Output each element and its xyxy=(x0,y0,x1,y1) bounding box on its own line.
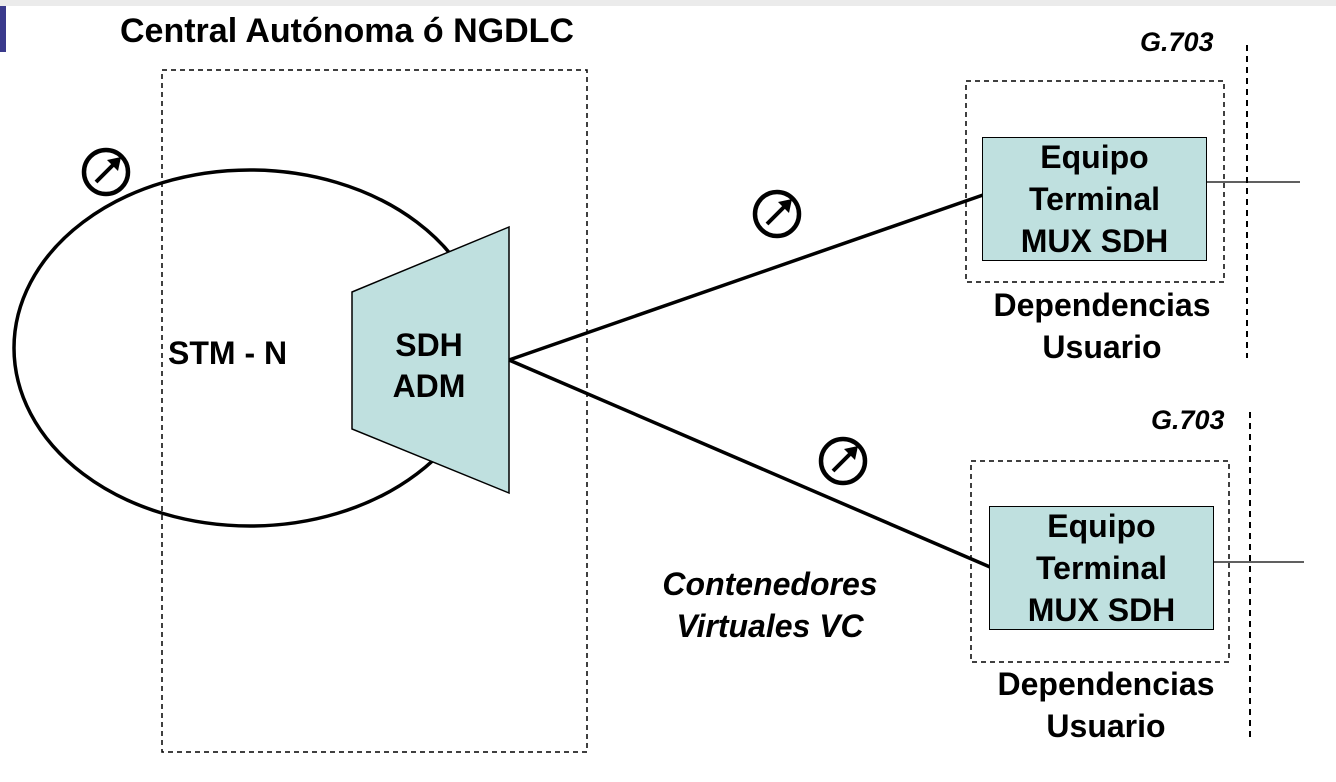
adm-shape xyxy=(351,225,510,495)
adm-label: SDH ADM xyxy=(370,325,488,407)
vc-label-line2: Virtuales VC xyxy=(676,608,864,644)
link-lower xyxy=(508,358,991,569)
terminal-equipment-1: Equipo Terminal MUX SDH xyxy=(982,137,1207,261)
equipment-line3: MUX SDH xyxy=(1020,223,1169,259)
interface-label-2: G.703 xyxy=(1151,405,1225,435)
site-line2: Usuario xyxy=(1046,708,1166,744)
diagram-title: Central Autónoma ó NGDLC xyxy=(120,12,574,50)
terminal-equipment-2: Equipo Terminal MUX SDH xyxy=(989,506,1214,630)
vc-label-line1: Contenedores xyxy=(662,566,878,602)
site-line2: Usuario xyxy=(1042,329,1162,365)
user-site-box-1 xyxy=(965,80,1225,283)
meter-icon xyxy=(818,436,868,486)
user-site-label-2: Dependencias Usuario xyxy=(970,663,1242,747)
equipment-line3: MUX SDH xyxy=(1027,592,1176,628)
accent-bar xyxy=(0,0,6,52)
meter-icon xyxy=(81,147,131,197)
equipment-line1: Equipo xyxy=(1047,508,1156,544)
ring-label: STM - N xyxy=(168,335,288,371)
equipment-line2: Terminal xyxy=(1029,181,1160,217)
user-site-box-2 xyxy=(970,460,1230,663)
interface-label-1: G.703 xyxy=(1140,27,1214,57)
user-site-label-1: Dependencias Usuario xyxy=(966,284,1238,368)
accent-line xyxy=(0,0,1336,6)
site-line1: Dependencias xyxy=(997,666,1215,702)
equipment-line2: Terminal xyxy=(1036,550,1167,586)
adm-label-line2: ADM xyxy=(392,368,466,404)
adm-label-line1: SDH xyxy=(395,327,463,363)
vc-label: Contenedores Virtuales VC xyxy=(630,563,910,647)
meter-icon xyxy=(752,189,802,239)
link-upper xyxy=(508,193,984,362)
equipment-line1: Equipo xyxy=(1040,139,1149,175)
site-line1: Dependencias xyxy=(993,287,1211,323)
central-office-box xyxy=(161,69,588,753)
